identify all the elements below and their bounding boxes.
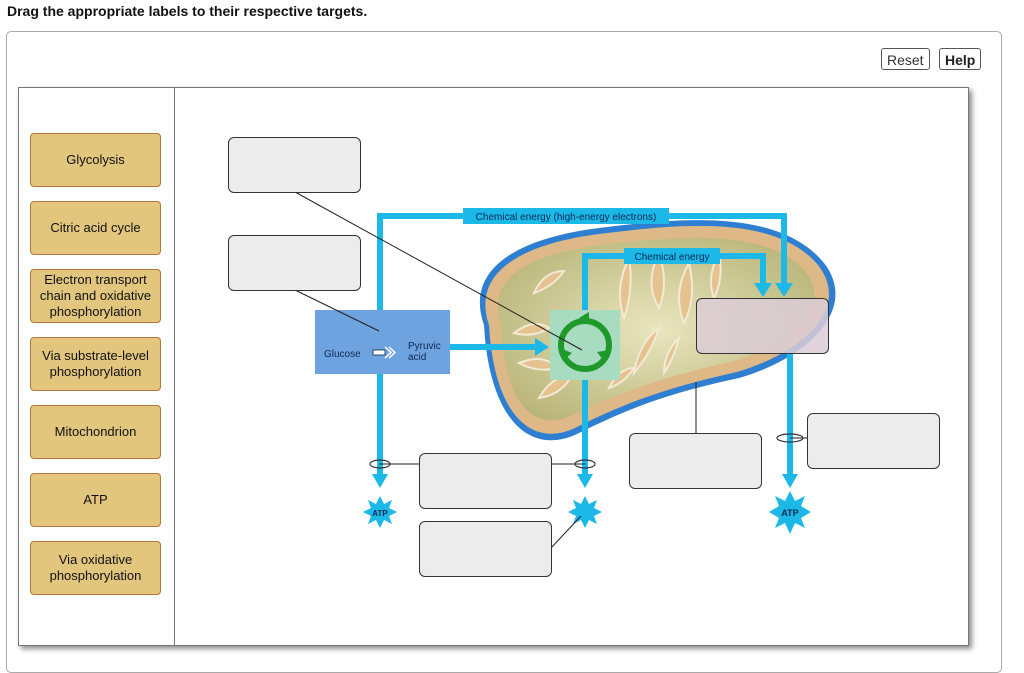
drop-target-2[interactable] bbox=[228, 235, 361, 291]
drop-target-3[interactable] bbox=[696, 298, 829, 354]
label-electron-transport[interactable]: Electron transport chain and oxidative p… bbox=[30, 269, 161, 323]
respiration-diagram: Glucose Pyruvic acid bbox=[294, 191, 836, 549]
atp-right-text: ATP bbox=[781, 508, 798, 518]
label-mitochondrion[interactable]: Mitochondrion bbox=[30, 405, 161, 459]
chem-energy-high-text: Chemical energy (high-energy electrons) bbox=[476, 212, 657, 223]
label-glycolysis[interactable]: Glycolysis bbox=[30, 133, 161, 187]
bracket-left bbox=[369, 459, 391, 469]
label-tray: Glycolysis Citric acid cycle Electron tr… bbox=[19, 88, 175, 645]
drop-target-7[interactable] bbox=[419, 521, 552, 577]
atp-left-text: ATP bbox=[372, 509, 388, 518]
chem-energy-high-tag bbox=[463, 208, 669, 224]
atp-star-left: ATP bbox=[363, 496, 397, 528]
acid-text: acid bbox=[408, 352, 426, 363]
reset-button[interactable]: Reset bbox=[881, 48, 930, 70]
instruction-text: Drag the appropriate labels to their res… bbox=[7, 3, 368, 19]
label-atp[interactable]: ATP bbox=[30, 473, 161, 527]
glucose-text: Glucose bbox=[324, 349, 361, 360]
atp-star-right: ATP bbox=[769, 491, 811, 534]
glycolysis-arrow-icon bbox=[372, 346, 397, 359]
label-citric-acid-cycle[interactable]: Citric acid cycle bbox=[30, 201, 161, 255]
chem-energy-tag bbox=[624, 248, 720, 264]
label-substrate-level[interactable]: Via substrate-level phosphorylation bbox=[30, 337, 161, 391]
drop-target-4[interactable] bbox=[629, 433, 762, 489]
mitochondrion-illustration bbox=[479, 220, 836, 441]
glycolysis-box bbox=[315, 310, 450, 374]
pyruvic-text: Pyruvic bbox=[408, 341, 441, 352]
bracket-right bbox=[776, 433, 804, 443]
bracket-middle bbox=[574, 459, 596, 469]
drop-target-1[interactable] bbox=[228, 137, 361, 193]
atp-star-middle bbox=[568, 496, 602, 528]
drag-drop-workspace: Glycolysis Citric acid cycle Electron tr… bbox=[18, 87, 969, 646]
help-button[interactable]: Help bbox=[939, 48, 982, 70]
label-oxidative[interactable]: Via oxidative phosphorylation bbox=[30, 541, 161, 595]
drop-target-5[interactable] bbox=[807, 413, 940, 469]
chem-energy-text: Chemical energy bbox=[634, 252, 709, 263]
drop-target-6[interactable] bbox=[419, 453, 552, 509]
